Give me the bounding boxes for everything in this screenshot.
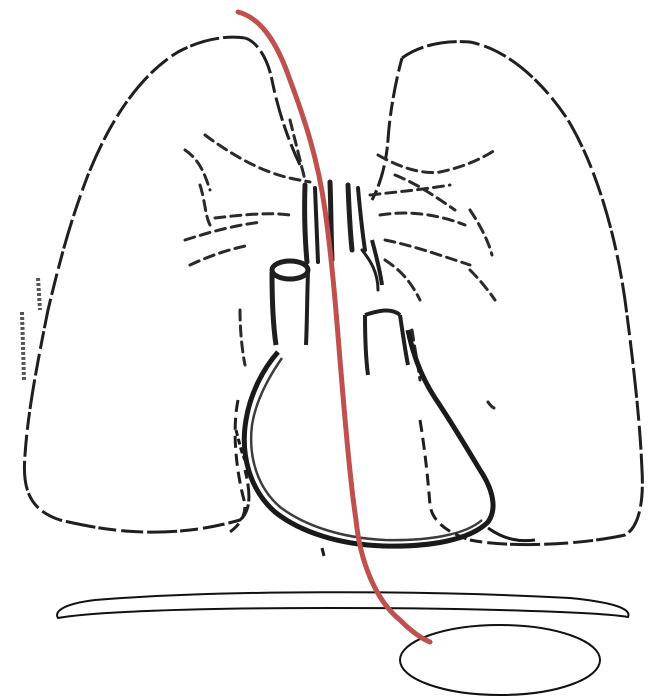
ellipse-marker bbox=[400, 625, 600, 695]
right-lung-outline bbox=[402, 42, 642, 545]
left-lung-outline bbox=[24, 37, 249, 532]
heart-apex-tail bbox=[488, 528, 535, 541]
heart-outline bbox=[244, 330, 493, 546]
table-plate bbox=[57, 592, 628, 618]
left-lung-hilum bbox=[245, 38, 300, 165]
left-pulmonary-vessels bbox=[185, 120, 310, 365]
left-lung-lower-border bbox=[225, 400, 245, 535]
bottom-mark bbox=[322, 548, 324, 556]
heart-outline-inner bbox=[251, 358, 482, 540]
great-vessels bbox=[305, 182, 378, 290]
right-lung-hilum bbox=[372, 58, 402, 200]
superior-vena-cava bbox=[272, 261, 308, 345]
right-pulmonary-vessels bbox=[370, 150, 495, 408]
